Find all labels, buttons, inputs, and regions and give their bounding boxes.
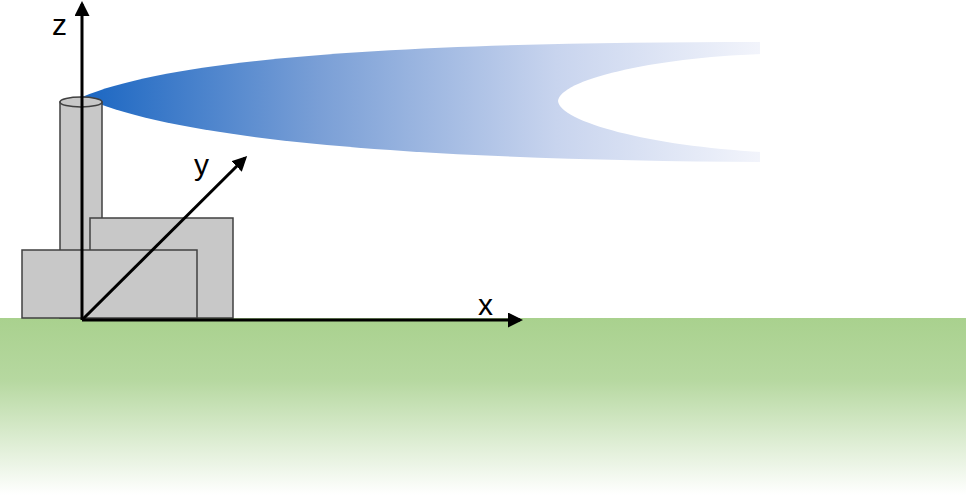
building [22,250,197,318]
y-axis [82,158,245,320]
axis-label: z [52,10,67,40]
plume-edge [558,54,762,152]
z-axis [81,4,84,320]
axis-label: x [478,290,493,320]
axis-label: y [194,150,209,180]
ground [0,318,966,495]
x-axis [82,319,520,322]
